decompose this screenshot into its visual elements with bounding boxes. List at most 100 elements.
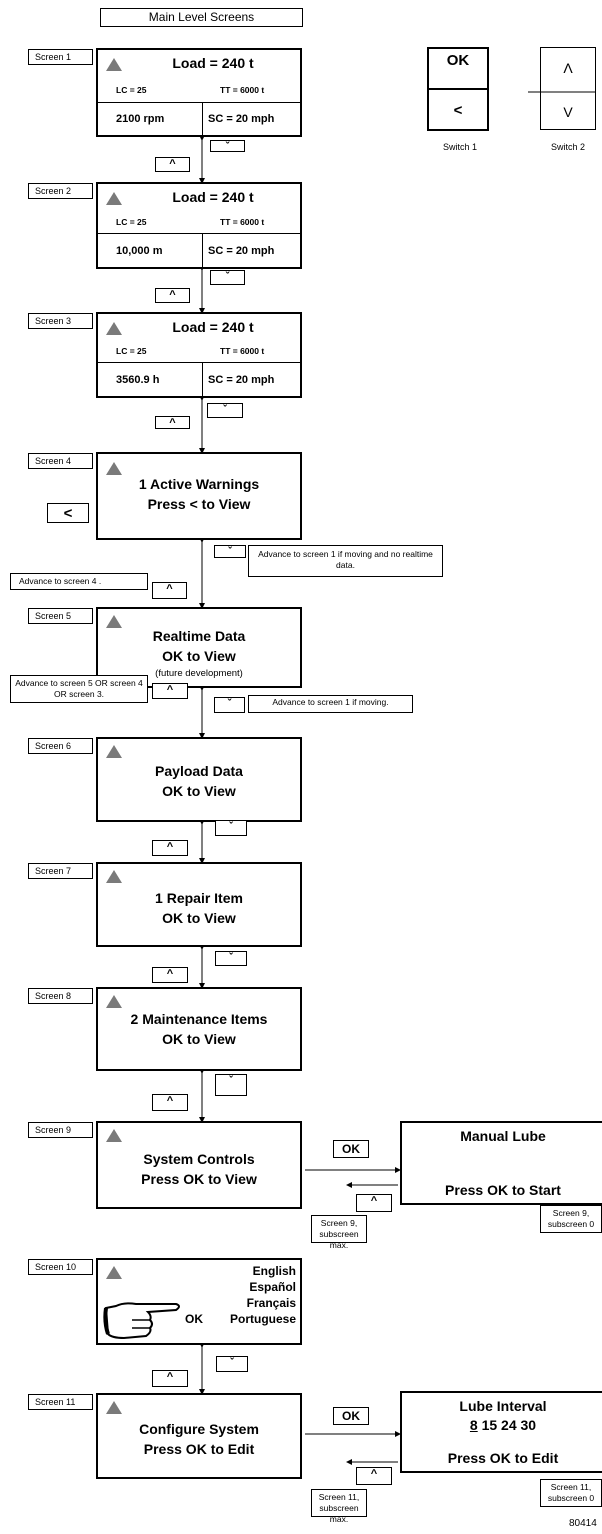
screen-4: 1 Active Warnings Press < to View — [96, 452, 302, 540]
screen-label: Screen 7 — [28, 863, 93, 879]
language-option: Portuguese — [229, 1312, 296, 1326]
screen-8: 2 Maintenance Items OK to View — [96, 987, 302, 1071]
language-option: Français — [246, 1296, 296, 1310]
up-button: ^ — [152, 683, 188, 699]
back-button: < — [47, 503, 89, 523]
controls-title: System Controls — [143, 1151, 255, 1167]
screen-label: Screen 5 — [28, 608, 93, 624]
speed-text: SC = 20 mph — [208, 374, 275, 386]
screen-2: Load = 240 t LC = 25 TT = 6000 t 10,000 … — [96, 182, 302, 269]
switch1-ok-label: OK — [446, 52, 470, 69]
speed-text: SC = 20 mph — [208, 113, 275, 125]
note-screen4-up: Advance to screen 4 . — [10, 573, 148, 590]
warning-triangle-icon — [106, 995, 122, 1008]
warning-title: 1 Active Warnings — [138, 476, 260, 492]
language-list: English Español Français — [247, 1263, 296, 1311]
down-button: ˇ — [216, 1356, 248, 1372]
note-screen9-zero: Screen 9, subscreen 0 — [540, 1205, 602, 1233]
load-text: Load = 240 t — [172, 55, 254, 71]
note-screen5-up: Advance to screen 5 OR screen 4 OR scree… — [10, 675, 148, 703]
diagram-title: Main Level Screens — [100, 8, 303, 27]
rpm-text: 2100 rpm — [116, 113, 165, 125]
load-text: Load = 240 t — [172, 189, 254, 205]
up-button: ^ — [155, 157, 190, 172]
screen-label: Screen 6 — [28, 738, 93, 754]
maintenance-title: 2 Maintenance Items — [130, 1011, 268, 1027]
ok-label: OK — [185, 1312, 203, 1326]
warning-triangle-icon — [106, 615, 122, 628]
lc-text: LC = 25 — [116, 85, 147, 95]
screen-9: System Controls Press OK to View — [96, 1121, 302, 1209]
down-button: ˇ — [214, 697, 245, 713]
screen-3: Load = 240 t LC = 25 TT = 6000 t 3560.9 … — [96, 312, 302, 398]
screen-label: Screen 3 — [28, 313, 93, 329]
screen-1: Load = 240 t LC = 25 TT = 6000 t 2100 rp… — [96, 48, 302, 137]
lube-interval-values: 8 15 24 30 — [402, 1415, 602, 1435]
switch-2: Λ V — [540, 47, 596, 130]
screen-label: Screen 4 — [28, 453, 93, 469]
up-button: ^ — [152, 1094, 188, 1111]
warning-triangle-icon — [106, 870, 122, 883]
up-button: ^ — [152, 967, 188, 983]
note-screen11-zero: Screen 11, subscreen 0 — [540, 1479, 602, 1507]
manual-lube-screen: Manual Lube Press OK to Start — [400, 1121, 602, 1205]
warning-triangle-icon — [106, 322, 122, 335]
screen-10: English Español Français OK Portuguese — [96, 1258, 302, 1345]
down-button: ˇ — [210, 140, 245, 153]
warning-triangle-icon — [106, 192, 122, 205]
lc-text: LC = 25 — [116, 346, 147, 356]
up-button: ^ — [155, 288, 190, 303]
language-option: Español — [249, 1280, 296, 1294]
repair-instruction: OK to View — [162, 910, 236, 926]
warning-triangle-icon — [106, 1266, 122, 1279]
payload-instruction: OK to View — [162, 783, 236, 799]
switch1-back-label: < — [453, 102, 463, 119]
realtime-instruction: OK to View — [162, 648, 236, 664]
lube-interval-instruction: Press OK to Edit — [447, 1450, 559, 1466]
down-button: ˇ — [214, 545, 246, 558]
screen-7: 1 Repair Item OK to View — [96, 862, 302, 947]
distance-text: 10,000 m — [116, 245, 163, 257]
warning-triangle-icon — [106, 462, 122, 475]
screen-11: Configure System Press OK to Edit — [96, 1393, 302, 1479]
load-text: Load = 240 t — [172, 319, 254, 335]
down-button: ˇ — [210, 270, 245, 285]
manual-lube-title: Manual Lube — [460, 1128, 546, 1144]
controls-instruction: Press OK to View — [141, 1171, 257, 1187]
warning-triangle-icon — [106, 1129, 122, 1142]
lube-interval-screen: Lube Interval 8 15 24 30 Press OK to Edi… — [400, 1391, 602, 1473]
up-button: ^ — [152, 582, 187, 599]
warning-triangle-icon — [106, 1401, 122, 1414]
note-screen11-max: Screen 11, subscreen max. — [311, 1489, 367, 1524]
note-screen4-down: Advance to screen 1 if moving and no rea… — [248, 545, 443, 577]
screen-5: Realtime Data OK to View (future develop… — [96, 607, 302, 688]
screen-label: Screen 11 — [28, 1394, 93, 1410]
tt-text: TT = 6000 t — [220, 346, 265, 356]
tt-text: TT = 6000 t — [220, 85, 265, 95]
down-button: ˇ — [215, 1074, 247, 1096]
screen-label: Screen 1 — [28, 49, 93, 65]
lube-interval-title: Lube Interval — [459, 1398, 547, 1414]
up-button: ^ — [356, 1467, 392, 1485]
language-option: English — [252, 1264, 296, 1278]
down-button: ˇ — [207, 403, 243, 418]
up-button: ^ — [356, 1194, 392, 1212]
switch1-caption: Switch 1 — [442, 142, 477, 152]
warning-triangle-icon — [106, 58, 122, 71]
screen-label: Screen 10 — [28, 1259, 93, 1275]
up-button: ^ — [155, 416, 190, 429]
speed-text: SC = 20 mph — [208, 245, 275, 257]
up-button: ^ — [152, 840, 188, 856]
hours-text: 3560.9 h — [116, 374, 160, 386]
up-button: ^ — [152, 1370, 188, 1387]
tt-text: TT = 6000 t — [220, 217, 265, 227]
warning-triangle-icon — [106, 745, 122, 758]
figure-number: 80414 — [569, 1518, 597, 1529]
realtime-title: Realtime Data — [152, 628, 246, 644]
configure-instruction: Press OK to Edit — [143, 1441, 255, 1457]
realtime-note: (future development) — [155, 668, 243, 679]
selected-interval: 8 — [469, 1417, 478, 1433]
screen-label: Screen 2 — [28, 183, 93, 199]
repair-title: 1 Repair Item — [155, 890, 243, 906]
